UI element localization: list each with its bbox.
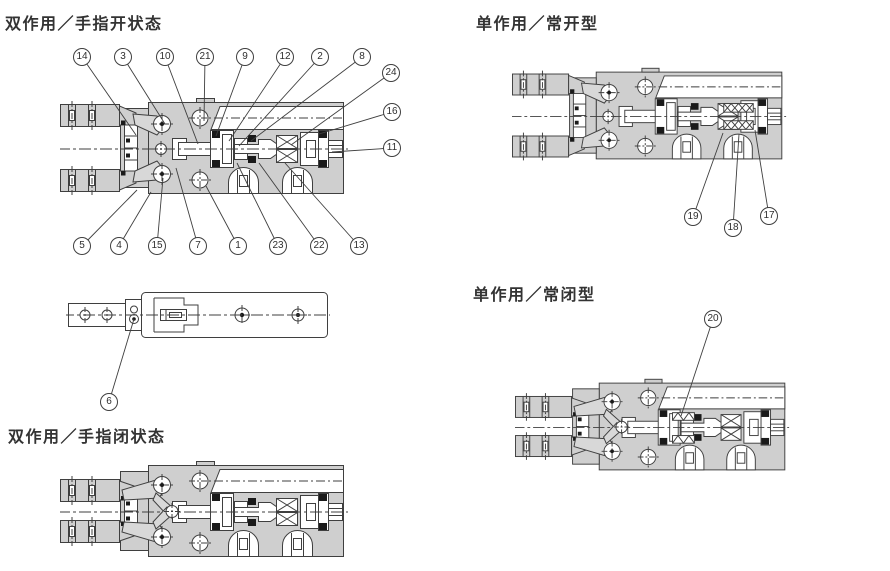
- callout-19: 19: [684, 208, 702, 226]
- callout-10: 10: [156, 48, 174, 66]
- callout-24: 24: [382, 64, 400, 82]
- callout-20: 20: [704, 310, 722, 328]
- callout-9: 9: [236, 48, 254, 66]
- section-title-double-acting-closed: 双作用／手指闭状态: [8, 429, 166, 446]
- callout-2: 2: [311, 48, 329, 66]
- callout-23: 23: [269, 237, 287, 255]
- drawing-single-acting-normally-closed: [515, 378, 790, 471]
- callout-13: 13: [350, 237, 368, 255]
- callout-15: 15: [148, 237, 166, 255]
- drawing-double-acting-fingers-open: [60, 98, 349, 196]
- callout-3: 3: [114, 48, 132, 66]
- callout-4: 4: [110, 237, 128, 255]
- callout-16: 16: [383, 103, 401, 121]
- callout-6: 6: [100, 393, 118, 411]
- section-title-single-normally-open: 单作用／常开型: [476, 16, 599, 33]
- callout-18: 18: [724, 219, 742, 237]
- callout-11: 11: [383, 139, 401, 157]
- drawing-top-view: [66, 292, 330, 338]
- return-spring-normally-open: [723, 102, 754, 131]
- section-title-double-acting-open: 双作用／手指开状态: [5, 16, 163, 33]
- drawing-double-acting-fingers-closed: [60, 461, 349, 557]
- callout-1: 1: [229, 237, 247, 255]
- callout-8: 8: [353, 48, 371, 66]
- callout-12: 12: [276, 48, 294, 66]
- section-title-single-normally-closed: 单作用／常闭型: [473, 287, 596, 304]
- callout-5: 5: [73, 237, 91, 255]
- callout-17: 17: [760, 207, 778, 225]
- callout-22: 22: [310, 237, 328, 255]
- drawing-single-acting-normally-open: [512, 67, 787, 161]
- callout-7: 7: [189, 237, 207, 255]
- callout-14: 14: [73, 48, 91, 66]
- callout-21: 21: [196, 48, 214, 66]
